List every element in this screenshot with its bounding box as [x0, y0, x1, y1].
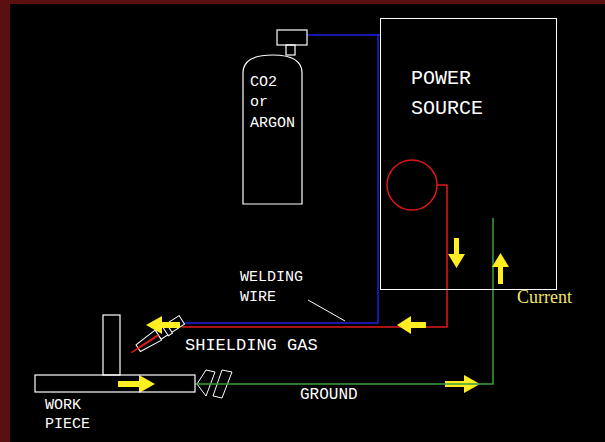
welding-torch [128, 315, 185, 358]
ground-line-inner [492, 218, 494, 290]
welding-wire-line [182, 185, 447, 327]
leader-line [308, 300, 345, 321]
current-label: Current [517, 288, 572, 308]
node-label: POWER SOURCE [411, 64, 483, 124]
wire-spool [387, 160, 437, 210]
part-label: WELDING WIRE [240, 268, 303, 307]
gas-cylinder: CO2 or ARGON [243, 28, 307, 206]
current-arrows [118, 238, 509, 393]
work-piece: WORK PIECE [35, 315, 195, 442]
power-source-box: POWER SOURCE [380, 18, 557, 290]
node-label: WORK PIECE [45, 397, 90, 435]
part-label: SHIELDING GAS [185, 337, 318, 356]
panel-ground [10, 4, 605, 442]
shielding-gas-line [182, 35, 380, 323]
gas-hose [307, 34, 380, 36]
node-label: CO2 or ARGON [250, 73, 295, 134]
edge-label: GROUND [300, 387, 358, 405]
